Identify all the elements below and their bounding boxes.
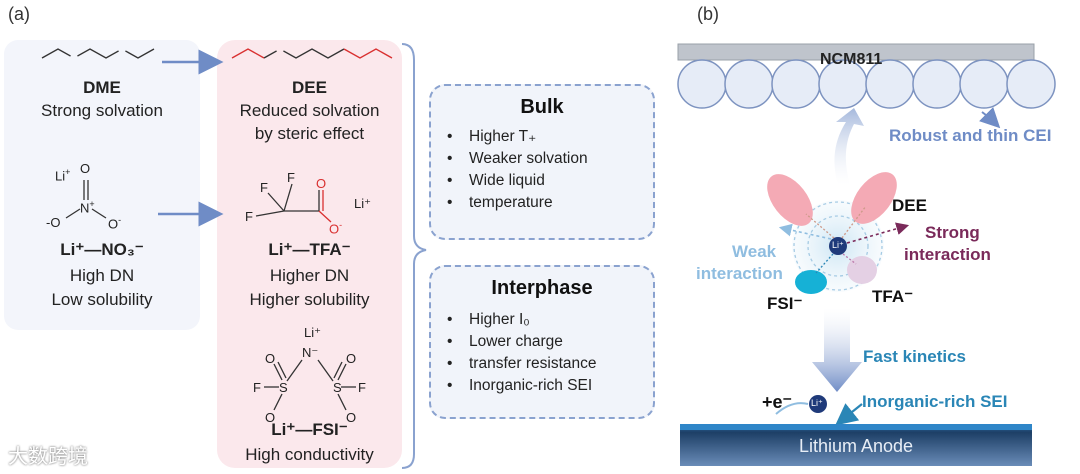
cathode-particles [677,59,1056,109]
strong-label-1: Strong [925,223,980,242]
electron-label: +e⁻ [762,392,793,412]
bulk-item-continued: temperature [447,192,588,214]
fsi-o1: O [265,351,276,366]
nitrate-structure [65,180,107,219]
fsi-f-right: F [358,380,366,395]
weak-interaction-arrow [778,223,832,240]
interphase-item: Inorganic-rich SEI [447,375,597,397]
designed-electrolyte-panel [217,40,402,468]
panel-b-label: (b) [697,4,719,24]
solv-tfa-label: TFA⁻ [872,287,914,306]
cei-label: Robust and thin CEI [889,126,1052,145]
fsi-name: Li⁺—FSI⁻ [271,420,348,439]
cathode-label: NCM811 [820,51,883,68]
kinetics-label: Fast kinetics [863,347,966,366]
bulk-box: Bulk Higher T₊ Weaker solvation Wide liq… [429,84,655,240]
fsi-n: N⁻ [302,345,319,360]
interphase-list: Higher I₀ Lower charge transfer resistan… [447,309,597,397]
dee-name: DEE [292,78,327,97]
tfa-li: Li⁺ [354,196,371,211]
bulk-item: Higher T₊ [447,126,588,148]
nitrate-o-right: O- [108,215,122,232]
nitrate-li: Li+ [55,167,71,184]
li-ion-center [829,237,847,255]
fsi-s-right: S [333,380,342,395]
nitrate-n: N+ [80,199,95,216]
dee-molecule-right [851,172,897,224]
nitrate-o-top: O [80,161,91,176]
tfa-desc1: Higher DN [269,266,350,285]
lithium-anode [680,424,1032,466]
interphase-item: Lower charge [447,331,597,353]
strong-label-2: interaction [904,245,991,264]
nitrate-desc1: High DN [69,266,135,285]
solv-li-label: Li⁺ [832,240,844,250]
nitrate-o-left: -O [46,215,61,230]
cathode-plate [677,43,1035,61]
bottom-li-label: Li⁺ [811,398,823,408]
tfa-name: Li⁺—TFA⁻ [268,240,351,259]
weak-label-1: Weak [732,242,777,261]
fsi-o4: O [346,410,357,425]
fsi-o3: O [265,410,276,425]
down-arrow [812,308,862,392]
li-ion-bottom [809,395,827,413]
nitrate-name: Li⁺—NO₃⁻ [60,240,144,259]
dee-desc2: by steric effect [254,124,365,143]
sei-pointer [835,403,863,426]
up-arrow [834,108,864,185]
conventional-electrolyte-panel [4,40,200,330]
tfa-o: O [316,176,327,191]
anode-label: Lithium Anode [798,436,914,456]
interphase-item-continued: transfer resistance [447,353,597,375]
interphase-box: Interphase Higher I₀ Lower charge transf… [429,265,655,419]
dme-name: DME [83,78,121,97]
tfa-f-left: F [245,209,253,224]
fsi-structure [264,359,356,411]
fsi-o2: O [346,351,357,366]
dee-structure [231,48,393,59]
watermark: 大数跨境 [8,446,88,468]
tfa-f-right: F [287,170,295,185]
tfa-structure [255,183,332,223]
panel-a-label: (a) [8,4,30,24]
strong-interaction-arrow [846,222,910,244]
fsi-f-left: F [253,380,261,395]
fsi-s-left: S [279,380,288,395]
cei-pointer [979,107,1001,129]
fsi-desc: High conductivity [245,445,374,464]
dee-molecule-left [767,174,813,226]
bracket [401,43,427,469]
dme-desc: Strong solvation [41,101,163,120]
tfa-desc2: Higher solubility [249,290,370,309]
fsi-molecule [795,270,827,294]
interphase-title: Interphase [491,277,593,299]
solv-fsi-label: FSI⁻ [767,294,803,313]
sei-label: Inorganic-rich SEI [862,392,1008,411]
bulk-title: Bulk [520,96,564,118]
solv-dee-label: DEE [892,196,927,215]
tfa-molecule [847,256,877,284]
interphase-item: Higher I₀ [447,309,597,331]
tfa-f-top: F [260,180,268,195]
tfa-o-minus: O- [329,220,343,237]
weak-label-2: interaction [696,264,783,283]
fsi-li: Li⁺ [304,325,321,340]
dee-desc1: Reduced solvation [239,101,380,120]
bulk-item: Weaker solvation [447,148,588,170]
nitrate-desc2: Low solubility [51,290,153,309]
dme-structure [41,48,155,59]
bulk-list: Higher T₊ Weaker solvation Wide liquid t… [447,126,588,214]
bulk-item: Wide liquid [447,170,588,192]
